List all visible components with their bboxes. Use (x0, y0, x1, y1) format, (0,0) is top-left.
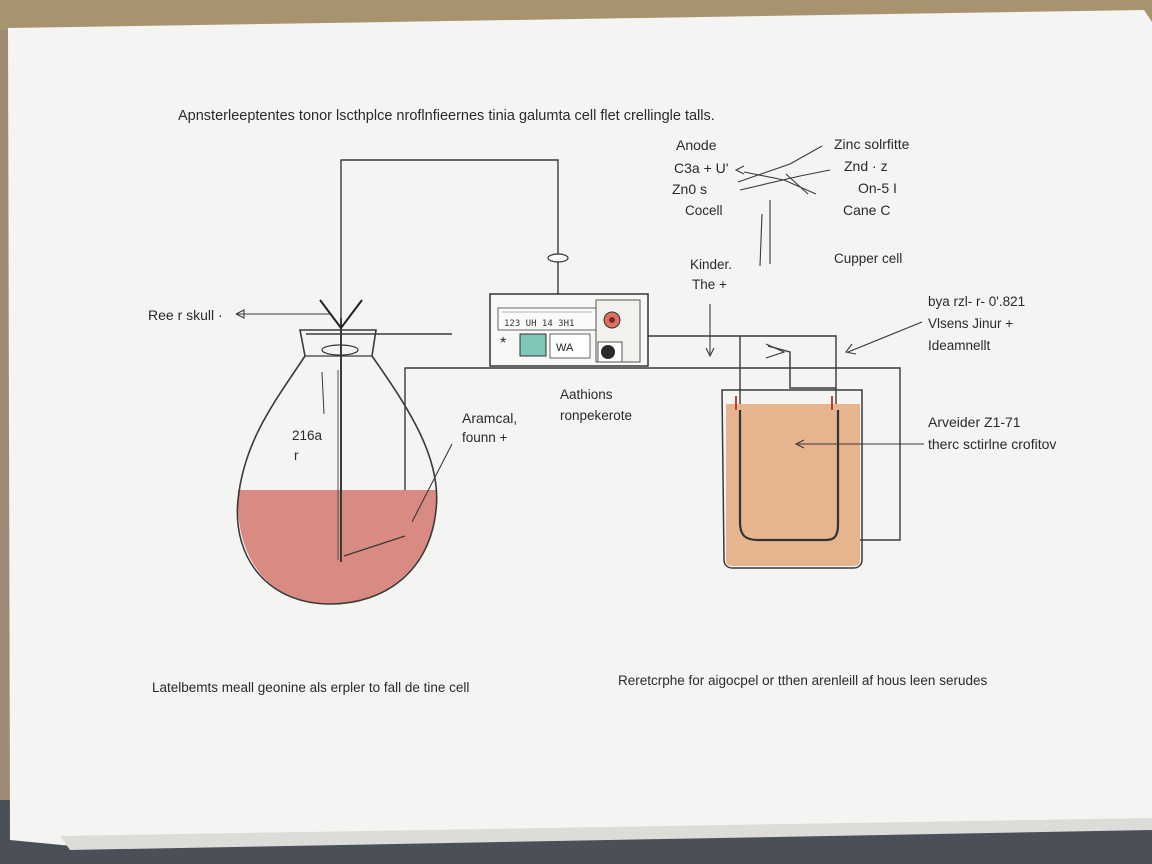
label-anode-line1: C3a + U' (674, 160, 729, 176)
label-zinc-line1: Znd · z (844, 158, 888, 174)
meter-screen (519, 333, 547, 357)
label-aramcal: Aramcal, (462, 410, 518, 426)
label-fount: founn + (462, 430, 508, 445)
label-copper-cell: Cupper cell (834, 251, 903, 266)
label-anode-line2: Zn0 s (672, 181, 708, 197)
diagram-title: Apnsterleeptentes tonor lscthplce nrofln… (178, 108, 715, 124)
label-left-line2: r (294, 448, 299, 463)
label-right-line1: bya rzl- r- 0'.821 (928, 294, 1026, 309)
meter-wa-box (549, 333, 591, 359)
wire-meter-beaker (648, 335, 837, 408)
anode-scribble-5 (759, 213, 763, 267)
anode-scribble-3 (743, 171, 817, 195)
meter-terminal-top (547, 253, 569, 263)
arrows (235, 145, 924, 523)
label-therc: therc sctirlne crofitov (928, 436, 1057, 452)
wire-lower (404, 367, 901, 541)
arrow-aramcal (411, 443, 453, 523)
label-right-line2: Vlsens Jinur + (928, 316, 1014, 331)
flask (236, 299, 438, 605)
anode-scribble-1 (737, 145, 823, 183)
arrow-chevron (765, 343, 786, 359)
label-anode-line3: Cocell (685, 203, 723, 218)
label-ree-rskull: Ree r skull · (148, 307, 223, 323)
paper-sheet (8, 10, 1152, 846)
label-right-line3: Ideamnellt (928, 338, 991, 353)
label-ropekerote: ronpekerote (560, 408, 633, 423)
meter-wa-label: WA (556, 342, 574, 354)
beaker-u-electrode (738, 410, 840, 542)
paper-shadow-edge (60, 818, 1152, 850)
label-left-line1: 216a (292, 428, 323, 443)
flask-pointer (321, 371, 325, 415)
label-zinc-line2: On-5 I (858, 180, 897, 196)
beaker-solution (726, 404, 860, 566)
arrow-kinder-head (705, 347, 715, 358)
anode-scribble-2 (739, 169, 831, 191)
label-anode: Anode (676, 137, 717, 153)
meter-star: * (500, 335, 507, 352)
footer-right-text: Reretcrphe for aigocpel or tthen arenlei… (618, 673, 988, 688)
flask-lower-wire (343, 535, 406, 557)
label-kinder: Kinder. (690, 257, 733, 272)
arrow-right-label-head (845, 343, 857, 355)
beaker (721, 389, 863, 569)
flask-clamp (319, 299, 363, 330)
anode-scribble-6 (785, 173, 809, 195)
label-aathions: Aathions (560, 387, 613, 402)
flask-outline (236, 329, 438, 605)
flask-solution (237, 490, 437, 604)
arrow-arveider-head (794, 439, 805, 449)
label-zinc-line3: Cane C (843, 202, 891, 218)
label-the-plus: The + (692, 277, 727, 292)
meter-device (489, 253, 649, 367)
anode-arrow-head (734, 165, 745, 175)
footer-left-text: Latelbemts meall geonine als erpler to f… (152, 680, 470, 695)
meter-knob-red-center (609, 317, 615, 323)
arrow-right-label (847, 321, 923, 353)
label-zinc-title: Zinc solrfitte (834, 136, 910, 152)
meter-knob-black (601, 345, 615, 359)
wire-top-loop (340, 159, 559, 320)
meter-display-text: 123 UH 14 3H1 (504, 319, 575, 329)
label-arveider: Arveider Z1-71 (928, 414, 1021, 430)
arrow-ree-head (235, 309, 245, 319)
beaker-outline (721, 389, 863, 569)
